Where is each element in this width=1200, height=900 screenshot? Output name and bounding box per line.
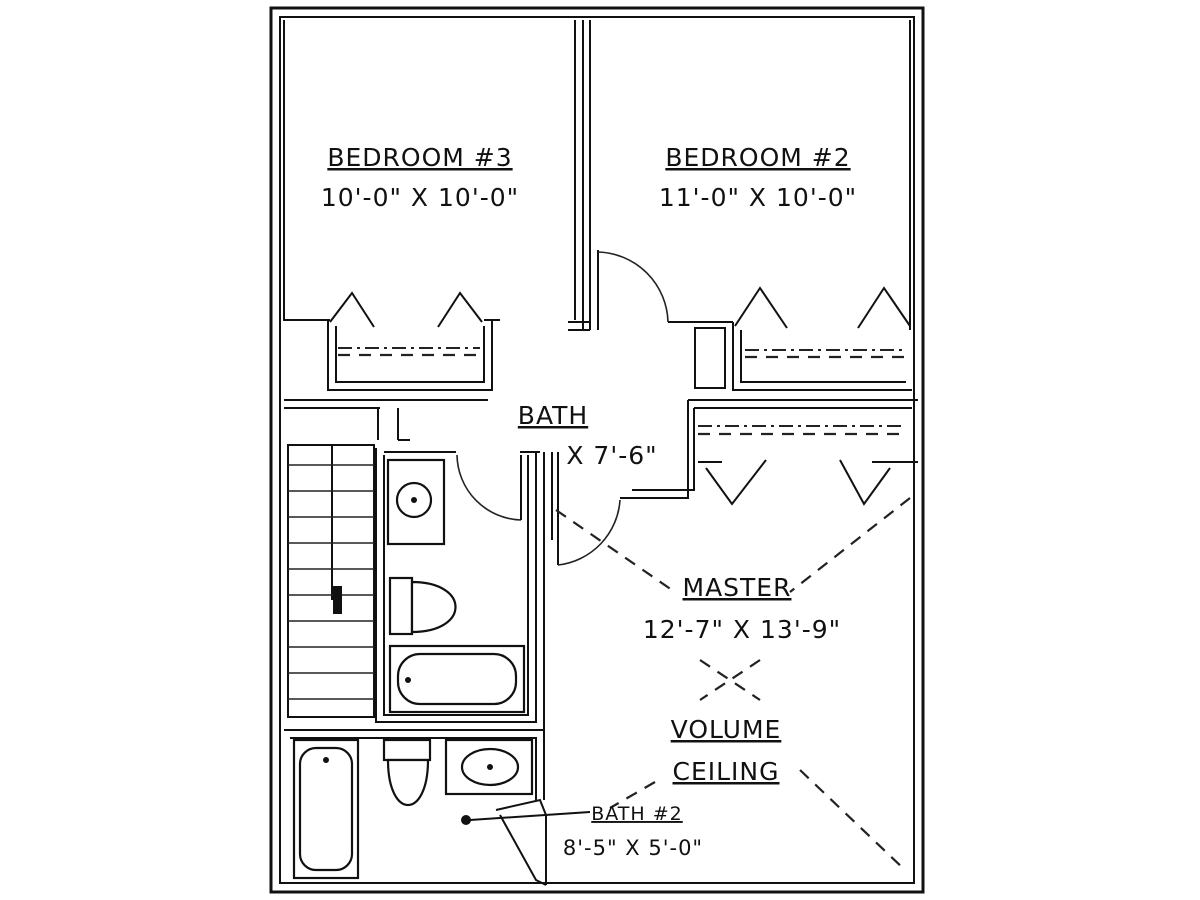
bath-walls bbox=[375, 448, 621, 800]
master-label: MASTER bbox=[683, 573, 792, 602]
bedroom-2-label: BEDROOM #2 bbox=[665, 143, 850, 172]
bath-2-label: BATH #2 bbox=[591, 803, 683, 825]
bath-dimensions: X 7'-6" bbox=[566, 441, 657, 470]
volume-ceiling-label-line1: VOLUME bbox=[671, 715, 782, 744]
bedroom-3-label: BEDROOM #3 bbox=[327, 143, 512, 172]
bedroom-2-dimensions: 11'-0" X 10'-0" bbox=[659, 183, 857, 212]
bedroom-3-closet bbox=[327, 291, 500, 391]
master-closet bbox=[620, 399, 918, 506]
bath-fixtures bbox=[386, 458, 526, 714]
volume-ceiling-lines bbox=[555, 497, 911, 871]
volume-ceiling-label-line2: CEILING bbox=[673, 757, 780, 786]
outer-walls bbox=[269, 6, 925, 894]
hall-walls bbox=[284, 399, 488, 441]
bedroom-2-walls bbox=[589, 20, 911, 389]
bedroom-2-closet bbox=[732, 286, 912, 391]
stairs bbox=[287, 444, 375, 718]
bath-2 bbox=[284, 729, 591, 886]
bedroom-3-dimensions: 10'-0" X 10'-0" bbox=[321, 183, 519, 212]
bedroom-3-walls bbox=[283, 20, 590, 331]
bath-label: BATH bbox=[518, 401, 588, 430]
bath-2-dimensions: 8'-5" X 5'-0" bbox=[563, 836, 703, 860]
master-dimensions: 12'-7" X 13'-9" bbox=[643, 615, 841, 644]
